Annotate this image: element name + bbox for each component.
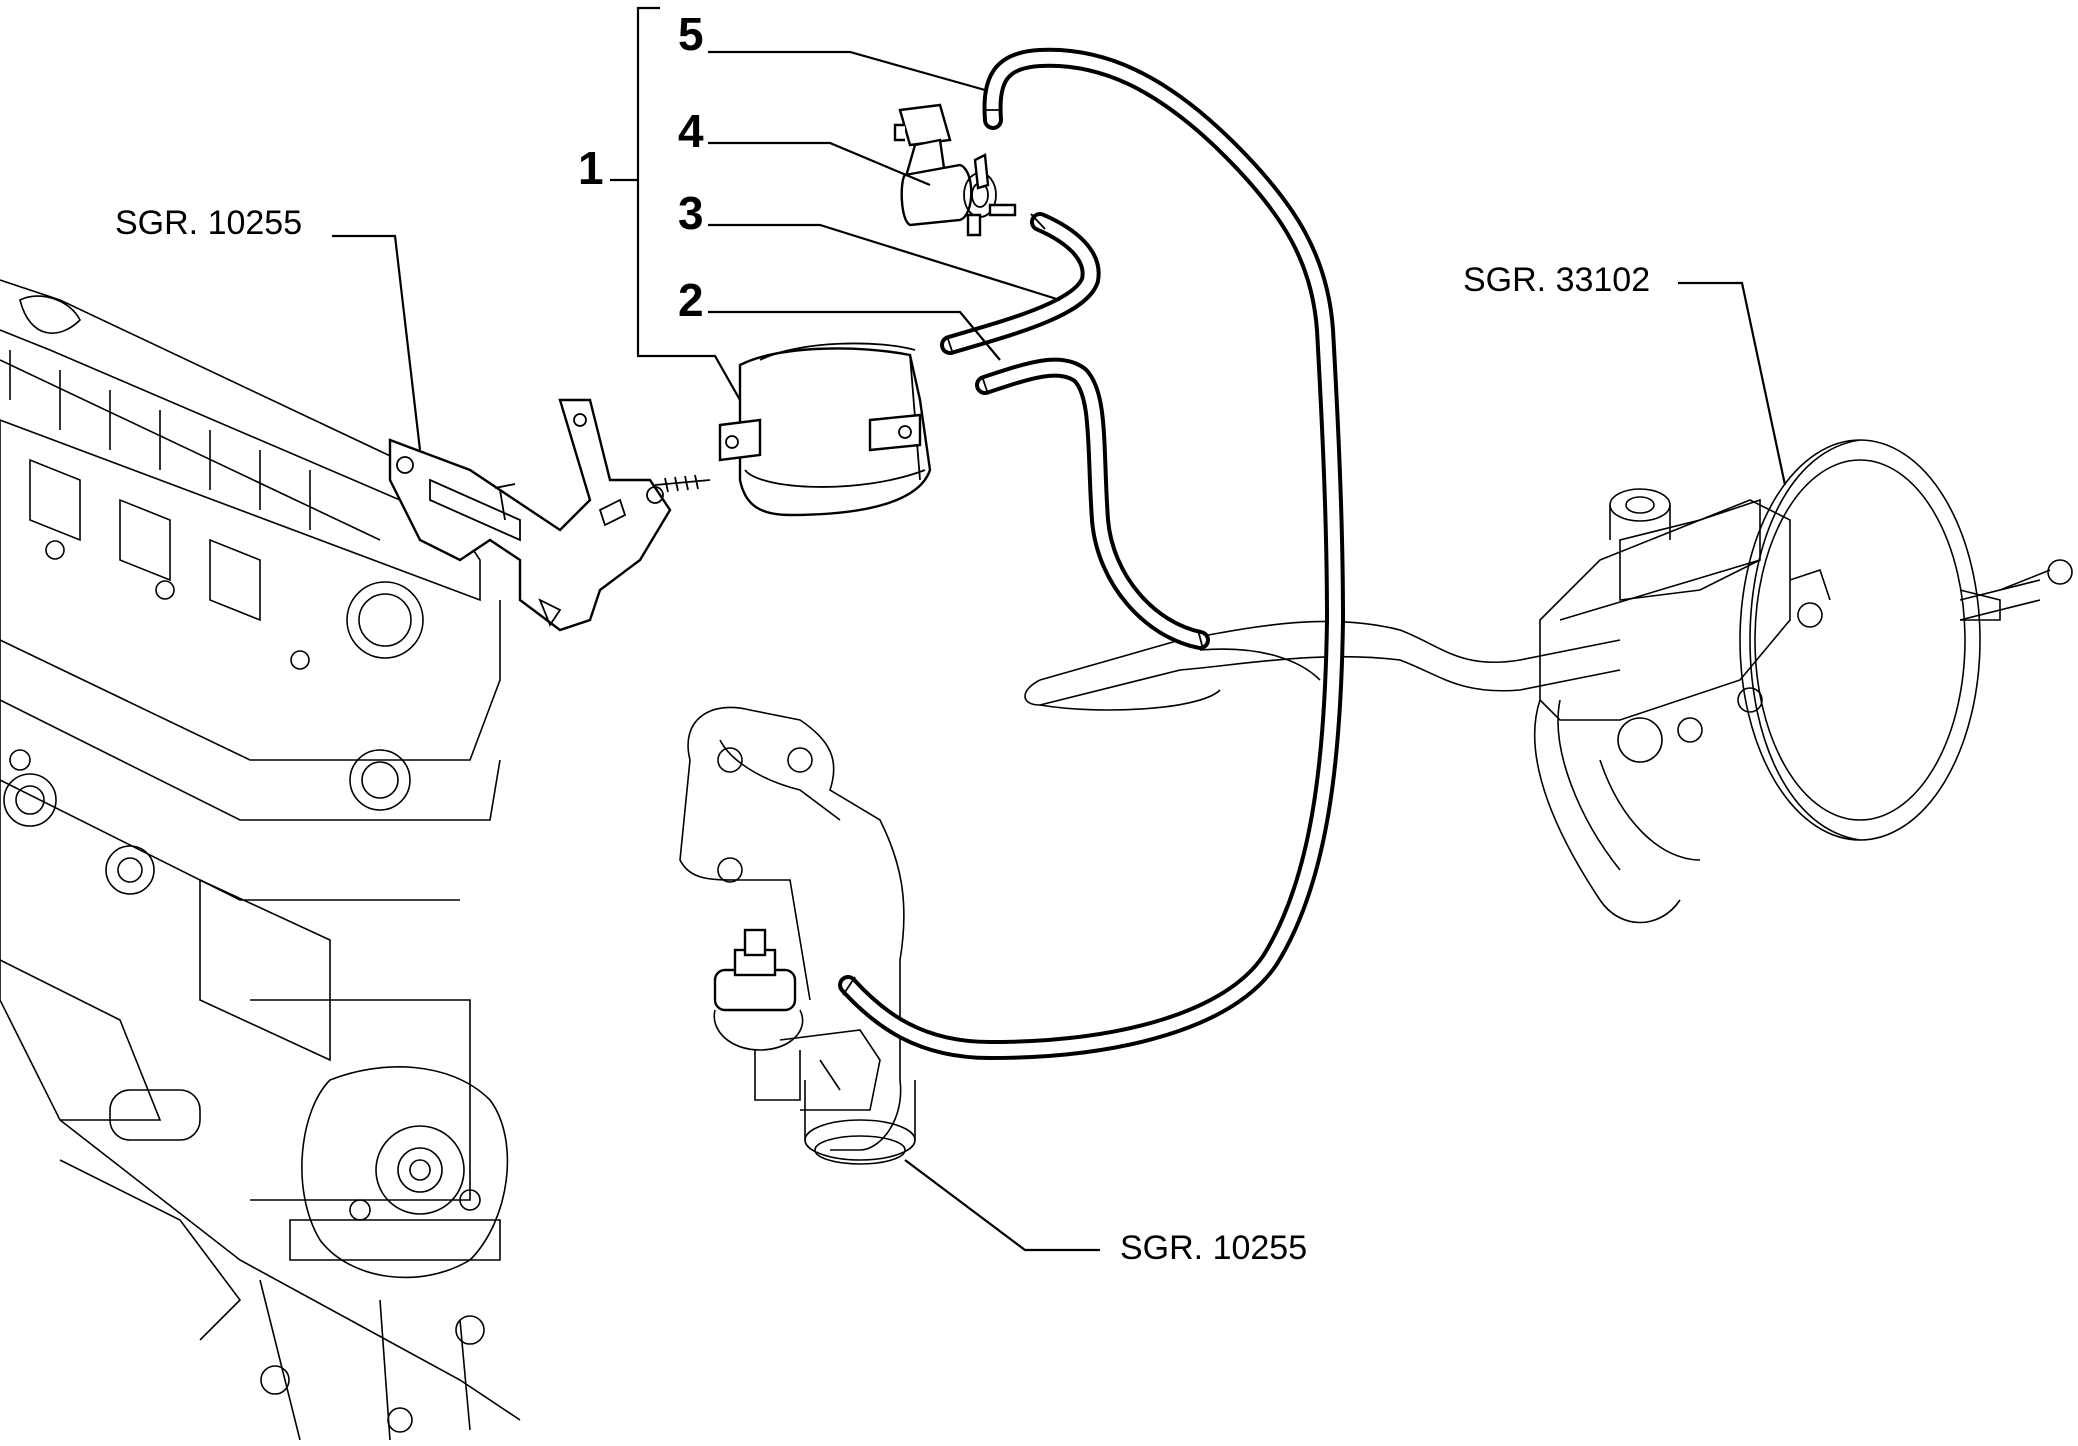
leader-lines — [332, 50, 1787, 1252]
ref-engine-head: SGR. 10255 — [115, 204, 302, 242]
callout-4: 4 — [678, 105, 704, 157]
callout-numbers: 1 2 3 4 5 — [578, 8, 704, 326]
vacuum-reservoir — [718, 342, 932, 517]
hose-item-5 — [838, 47, 1345, 1060]
intake-manifold — [679, 706, 916, 1165]
callout-3: 3 — [678, 187, 704, 239]
callout-5: 5 — [678, 8, 704, 60]
reference-labels: SGR. 10255 SGR. 33102 SGR. 10255 — [115, 204, 1650, 1267]
engine-block — [0, 279, 521, 1441]
callout-2: 2 — [678, 274, 704, 326]
ref-brake-booster: SGR. 33102 — [1463, 261, 1650, 299]
callout-1: 1 — [578, 142, 604, 194]
item-1-bracket — [610, 6, 741, 401]
booster-vacuum-pipe — [1024, 620, 1621, 711]
mounting-bracket — [388, 398, 711, 632]
hose-item-2 — [975, 357, 1210, 650]
brake-booster — [1533, 439, 2073, 924]
hose-ends — [842, 109, 1204, 996]
ref-intake-manifold: SGR. 10255 — [1120, 1229, 1307, 1267]
hose-item-3 — [940, 212, 1101, 355]
